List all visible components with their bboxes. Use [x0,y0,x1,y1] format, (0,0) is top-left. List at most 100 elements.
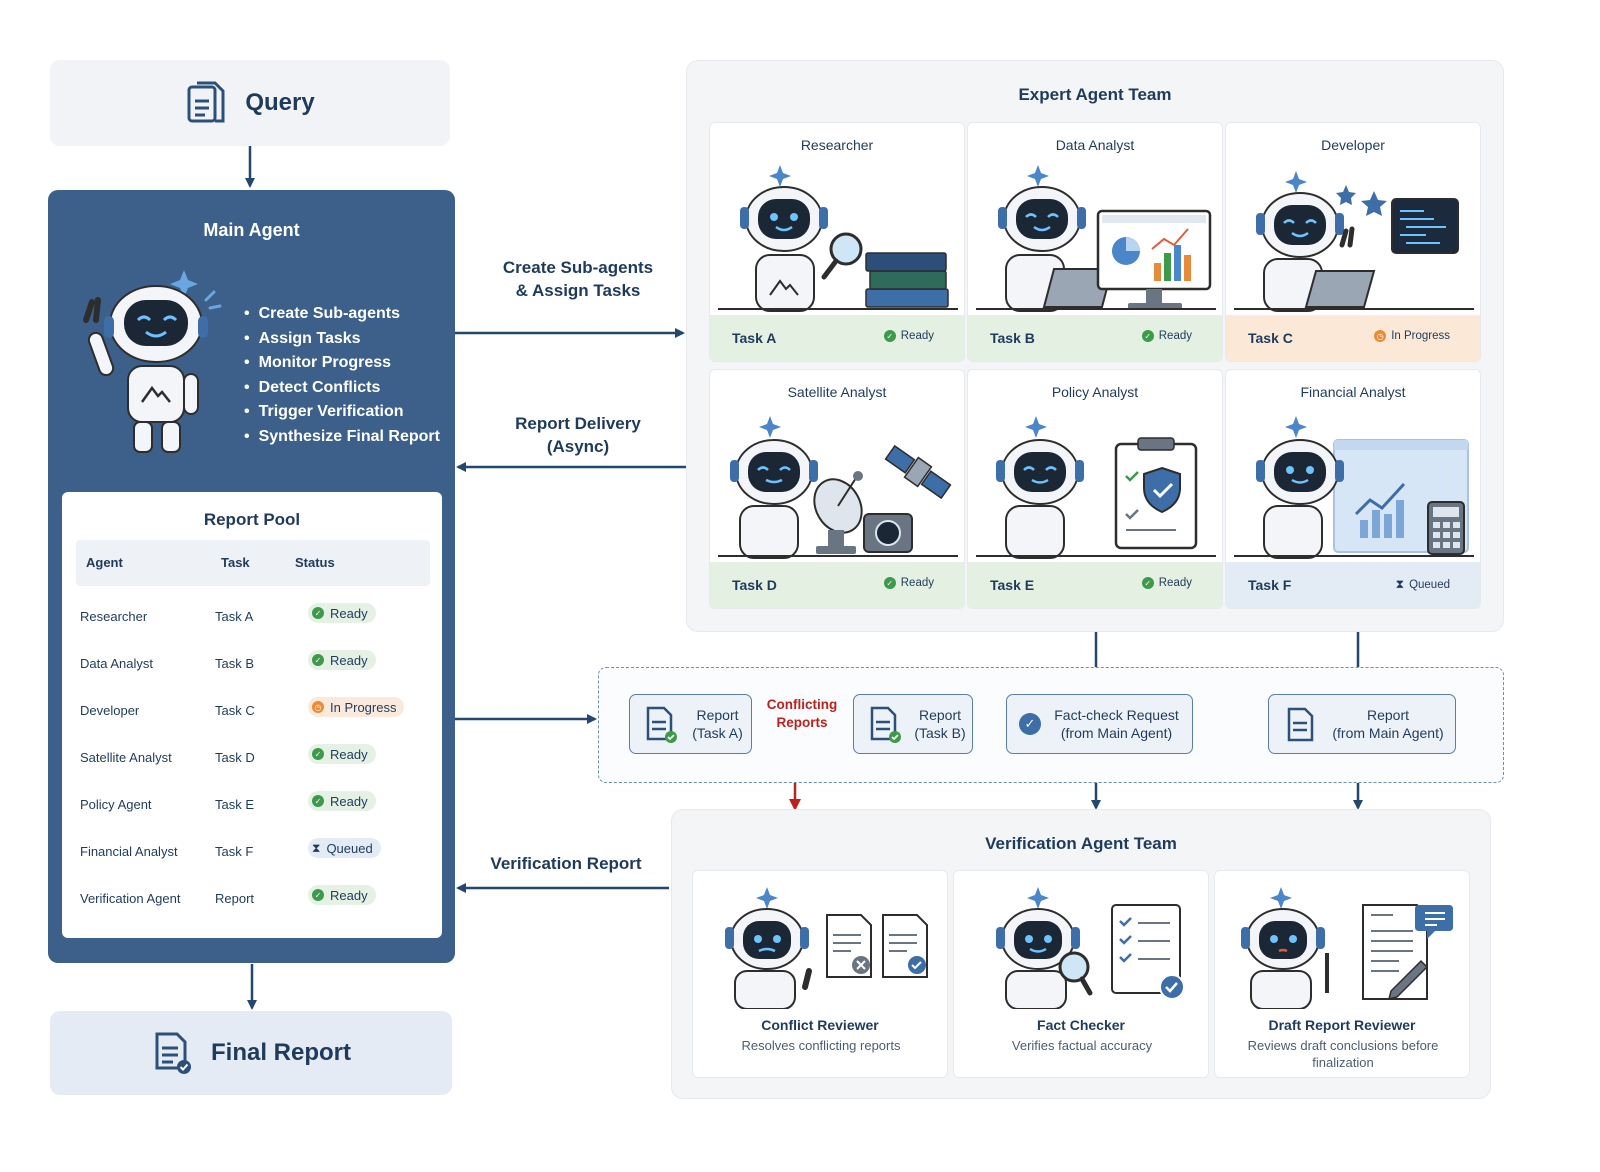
agent-card-data-analyst: Data Analyst Task B ✓Ready [967,122,1223,362]
cell-agent: Verification Agent [80,891,181,906]
create-subagents-label: Create Sub-agents& Assign Tasks [502,258,654,300]
report-from-main-agent-box: Report(from Main Agent) [1268,694,1456,754]
report-task-a-box: Report(Task A) [629,694,752,754]
final-report-title: Final Report [210,1039,351,1066]
verification-agent-name: Draft Report Reviewer [1268,1017,1416,1033]
final-report-box: Final Report [50,1011,452,1095]
agent-card-title: Researcher [800,137,874,153]
verification-agent-desc: Reviews draft conclusions before finaliz… [1247,1038,1439,1070]
verification-agent-name: Fact Checker [1037,1017,1125,1033]
status-indicator: ◷In Progress [1374,330,1450,342]
expert-agent-team-panel: Expert Agent Team Researcher Task A ✓Rea… [686,60,1504,632]
query-box: Query [50,60,450,146]
agent-card-conflict-reviewer: Conflict Reviewer Resolves conflicting r… [692,870,948,1078]
agent-card-draft-report-reviewer: Draft Report Reviewer Reviews draft conc… [1214,870,1470,1078]
status-indicator: ✓Ready [1141,330,1192,342]
task-label: Task C [1248,330,1293,346]
task-label: Task E [990,577,1035,593]
status-indicator: ⧗Queued [1395,577,1450,591]
document-pen-icon [1241,887,1453,1009]
check-icon: ✓ [312,889,324,901]
table-row: Developer Task C ◷In Progress [76,688,430,735]
table-row: Satellite Analyst Task D ✓Ready [76,735,430,782]
task-label: Task D [732,577,777,593]
check-icon: ✓ [312,795,324,807]
clock-icon: ◷ [312,701,324,713]
check-circle-icon: ✓ [1019,713,1041,735]
cell-task: Task E [215,797,255,812]
clipboard-shield-icon [976,416,1216,559]
agent-card-footer: Task F ⧗Queued [1226,562,1480,608]
column-header-status: Status [295,555,335,570]
column-header-agent: Agent [86,555,123,570]
report-pool-header: Agent Task Status [76,540,430,586]
hourglass-icon: ⧗ [312,840,321,855]
cell-task: Task F [215,844,254,859]
table-row: Data Analyst Task B ✓Ready [76,641,430,688]
status-badge: ✓Ready [308,885,376,905]
verification-team-title: Verification Agent Team [985,834,1177,853]
agent-card-footer: Task C ◷In Progress [1226,315,1480,361]
report-task-b-box: Report(Task B) [853,694,973,754]
cell-task: Task A [215,609,254,624]
check-icon: ✓ [312,748,324,760]
table-row: Researcher Task A ✓Ready [76,594,430,641]
main-agent-responsibilities: Create Sub-agents Assign Tasks Monitor P… [244,302,440,449]
agent-card-researcher: Researcher Task A ✓Ready [709,122,965,362]
check-icon: ✓ [312,607,324,619]
satellite-icon [718,416,958,559]
finance-chart-icon [1234,416,1474,559]
agent-card-title: Developer [1321,137,1385,153]
agent-card-title: Satellite Analyst [787,384,887,400]
responsibility-item: Synthesize Final Report [244,425,440,450]
agent-card-fact-checker: Fact Checker Verifies factual accuracy [953,870,1209,1078]
agent-card-title: Policy Analyst [1051,384,1139,400]
check-icon: ✓ [312,654,324,666]
column-header-task: Task [221,555,250,570]
report-pool-title: Report Pool [203,510,301,529]
status-badge: ✓Ready [308,791,376,811]
document-check-icon [155,1032,191,1074]
check-icon: ✓ [883,330,896,342]
cell-agent: Financial Analyst [80,844,178,859]
cell-task: Report [215,891,255,906]
agent-card-satellite-analyst: Satellite Analyst Task D ✓Ready [709,369,965,609]
agent-card-footer: Task B ✓Ready [968,315,1222,361]
cell-agent: Data Analyst [80,656,153,671]
verification-agent-desc: Resolves conflicting reports [741,1038,901,1053]
cell-task: Task D [215,750,255,765]
status-indicator: ✓Ready [883,330,934,342]
status-badge: ⧗Queued [308,838,381,858]
verification-agent-name: Conflict Reviewer [761,1017,879,1033]
hourglass-icon: ⧗ [1395,577,1405,591]
status-badge: ✓Ready [308,650,376,670]
check-icon: ✓ [883,577,896,589]
code-screen-icon [1234,171,1474,312]
table-row: Policy Agent Task E ✓Ready [76,782,430,829]
responsibility-item: Detect Conflicts [244,376,440,401]
books-magnifier-icon [718,165,958,312]
document-check-icon [870,706,901,743]
table-row: Verification Agent Report ✓Ready [76,876,430,923]
document-icon [187,81,225,123]
task-label: Task B [990,330,1035,346]
status-badge: ◷In Progress [308,697,405,717]
main-agent-title: Main Agent [203,220,300,240]
agent-card-policy-analyst: Policy Analyst Task E ✓Ready [967,369,1223,609]
cell-agent: Researcher [80,609,148,624]
status-badge: ✓Ready [308,744,376,764]
verification-agent-team-panel: Verification Agent Team Conflict Reviewe… [671,809,1491,1099]
agent-card-developer: Developer Task C ◷In Progress [1225,122,1481,362]
expert-team-title: Expert Agent Team [1018,85,1172,104]
waving-robot-icon [83,270,222,453]
status-indicator: ✓Ready [883,577,934,589]
report-pool-table: Report Pool Agent Task Status Researcher… [62,492,442,938]
agent-card-financial-analyst: Financial Analyst Task F ⧗Queued [1225,369,1481,609]
clock-icon: ◷ [1374,330,1387,342]
agent-card-footer: Task D ✓Ready [710,562,964,608]
cell-agent: Satellite Analyst [80,750,172,765]
document-icon [1287,707,1314,742]
responsibility-item: Monitor Progress [244,351,440,376]
agent-card-title: Financial Analyst [1300,384,1406,400]
query-title: Query [245,89,315,116]
